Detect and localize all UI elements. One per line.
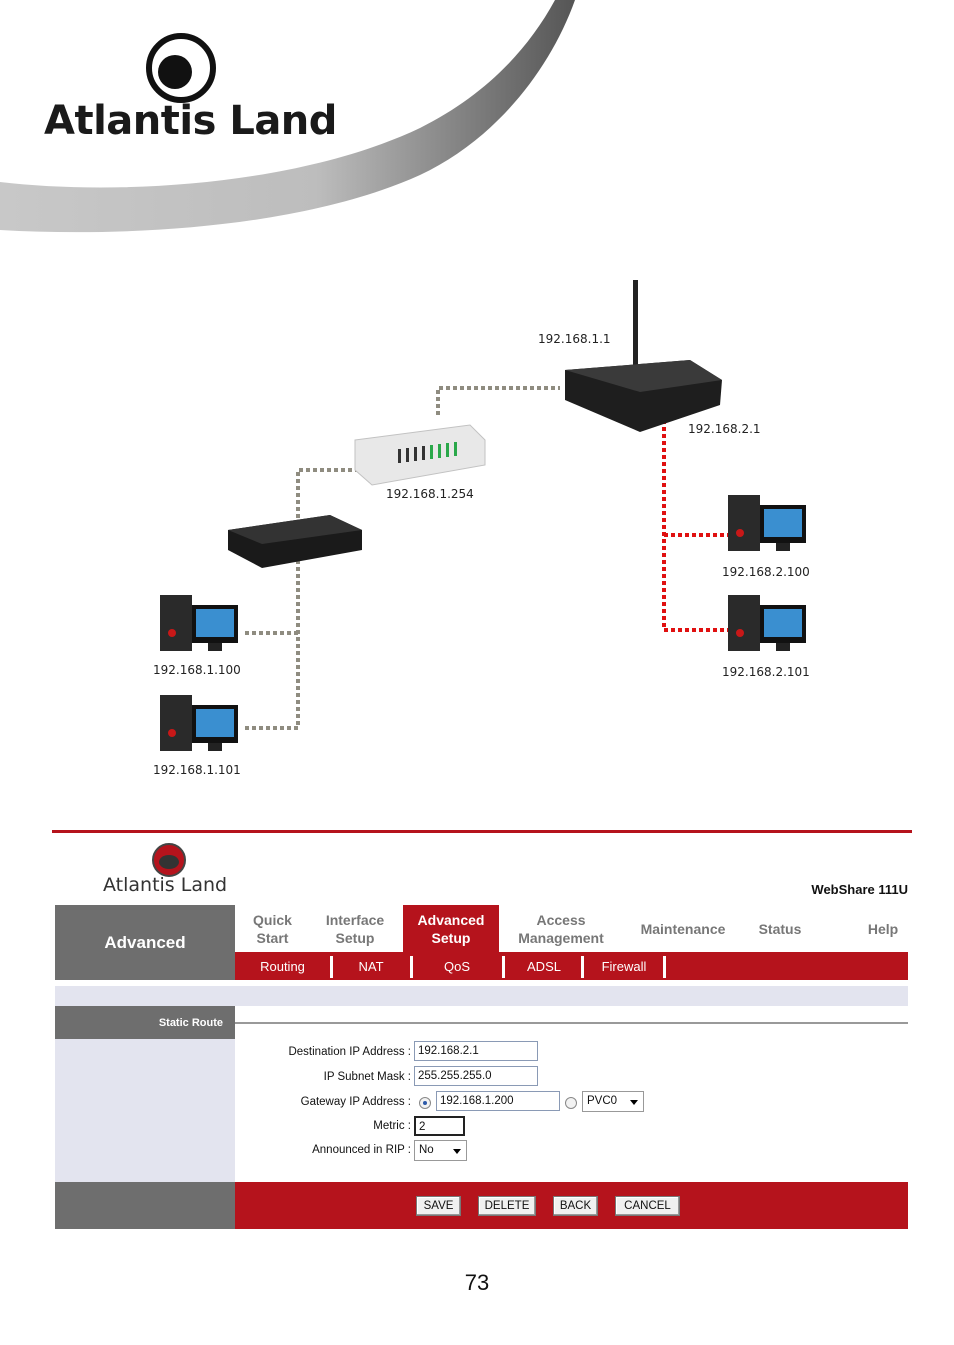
back-button[interactable]: BACK [553,1196,598,1216]
rip-select-value: No [419,1144,434,1156]
submenu-routing[interactable]: Routing [260,958,305,974]
rip-label: Announced in RIP : [312,1144,411,1156]
menu-quick-start[interactable]: Quick Start [253,911,292,946]
spacer-band [55,986,908,1006]
cancel-button[interactable]: CANCEL [615,1196,680,1216]
footer-left [55,1182,235,1229]
header-swoosh [0,0,575,233]
top-red-line [52,830,912,833]
pc-icon-3 [728,495,806,551]
pc-icon-4 [728,595,806,651]
submenu-adsl[interactable]: ADSL [527,958,561,974]
menu-status[interactable]: Status [758,920,802,937]
submenu-separator [663,956,666,978]
submenu-separator [502,956,505,978]
pvc-select-value: PVC0 [587,1095,618,1107]
delete-button[interactable]: DELETE [478,1196,536,1216]
title-divider [235,1022,908,1024]
sub-menu: Routing NAT QoS ADSL Firewall [235,952,908,980]
button-bar: SAVE DELETE BACK CANCEL [235,1182,908,1229]
metric-label: Metric : [373,1120,411,1132]
ip-pc2: 192.168.1.101 [153,763,241,777]
pvc-select[interactable]: PVC0 [582,1091,644,1112]
menu-advanced-setup[interactable]: Advanced Setup [403,905,499,952]
router-web-ui: Atlantis Land WebShare 111U Advanced Qui… [52,830,912,1230]
page-number: 73 [464,1270,490,1295]
submenu-separator [410,956,413,978]
rip-select[interactable]: No [414,1140,467,1161]
ui-logo-icon [152,843,186,877]
submenu-qos[interactable]: QoS [443,958,470,974]
gateway-pvc-radio[interactable] [565,1097,577,1109]
gateway-ip-radio[interactable] [419,1097,431,1109]
ip-pc3: 192.168.2.100 [722,565,810,579]
dest-ip-label: Destination IP Address : [288,1046,411,1058]
subnet-mask-field[interactable]: 255.255.255.0 [414,1066,538,1086]
chevron-down-icon [630,1100,638,1105]
dest-ip-field[interactable]: 192.168.2.1 [414,1041,538,1061]
menu-help[interactable]: Help [867,920,899,937]
network-diagram [160,280,806,751]
brand-logo-icon [146,33,216,103]
router-icon [565,280,722,432]
ip-pc1: 192.168.1.100 [153,663,241,677]
modem-icon [354,424,486,486]
submenu-separator [581,956,584,978]
subnet-mask-label: IP Subnet Mask : [323,1071,411,1083]
ip-pc4: 192.168.2.101 [722,665,810,679]
metric-field[interactable]: 2 [414,1116,465,1136]
ip-router-lan: 192.168.2.1 [688,422,761,436]
submenu-nat[interactable]: NAT [358,958,384,974]
ui-brand-name: Atlantis Land [103,874,228,896]
ip-modem: 192.168.1.254 [386,487,474,501]
switch-icon [228,515,362,568]
pc-icon-1 [160,595,238,651]
chevron-down-icon [453,1149,461,1154]
gateway-ip-label: Gateway IP Address : [300,1096,411,1108]
product-name: WebShare 111U [811,882,908,897]
menu-access-management[interactable]: Access Management [518,911,604,946]
section-label: Advanced [55,905,235,980]
main-menu: Quick Start Interface Setup Advanced Set… [235,905,908,952]
submenu-separator [330,956,333,978]
menu-interface-setup[interactable]: Interface Setup [325,911,385,946]
submenu-firewall[interactable]: Firewall [601,958,647,974]
save-button[interactable]: SAVE [416,1196,461,1216]
left-column [55,1039,235,1182]
menu-maintenance[interactable]: Maintenance [640,920,726,937]
ip-router: 192.168.1.1 [538,332,611,346]
brand-name: Atlantis Land [44,98,337,144]
pc-icon-2 [160,695,238,751]
gateway-ip-field[interactable]: 192.168.1.200 [436,1091,560,1111]
form-title: Static Route [55,1006,235,1039]
